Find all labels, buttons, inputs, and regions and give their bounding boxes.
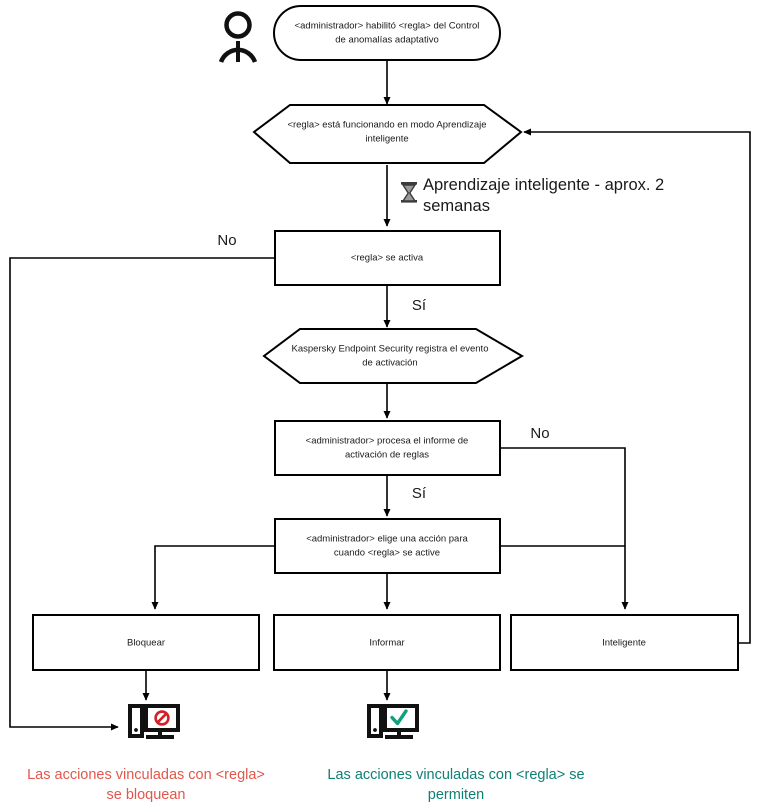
note-line2: semanas	[423, 197, 490, 215]
node-kes-line1: Kaspersky Endpoint Security registra el …	[292, 344, 489, 355]
node-action-smart[interactable]: Inteligente	[510, 614, 739, 671]
node-learning-line2: inteligente	[365, 134, 408, 145]
node-report-line2: activación de reglas	[345, 450, 429, 461]
edge-label-report-no: No	[530, 425, 549, 442]
node-rule-triggers[interactable]: <regla> se activa	[274, 230, 501, 286]
edge-trigger-no	[9, 257, 275, 731]
edge-report-no	[500, 447, 629, 610]
node-start-line2: de anomalías adaptativo	[335, 35, 439, 46]
node-report-line1: <administrador> procesa el informe de	[306, 436, 469, 447]
hourglass-icon	[401, 182, 417, 203]
outcome-allowed-line1: Las acciones vinculadas con <regla> se	[327, 767, 584, 783]
person-icon	[218, 11, 258, 63]
note-line1: Aprendizaje inteligente - aprox. 2	[423, 176, 664, 194]
node-learning-line1: <regla> está funcionando en modo Aprendi…	[287, 120, 486, 131]
node-learning-mode[interactable]: <regla> está funcionando en modo Aprendi…	[252, 104, 523, 164]
computer-blocked-icon	[128, 704, 180, 739]
edge-label-trigger-no: No	[217, 232, 236, 249]
edge-label-trigger-yes: Sí	[412, 297, 427, 314]
node-kes-logs-event[interactable]: Kaspersky Endpoint Security registra el …	[262, 328, 524, 384]
outcome-allowed-line2: permiten	[428, 787, 484, 803]
node-block-label: Bloquear	[127, 638, 165, 649]
outcome-blocked-line1: Las acciones vinculadas con <regla>	[27, 767, 265, 783]
node-admin-processes-report[interactable]: <administrador> procesa el informe de ac…	[274, 420, 501, 476]
node-trigger-line1: <regla> se activa	[351, 253, 424, 264]
node-smart-label: Inteligente	[602, 638, 646, 649]
node-action-block[interactable]: Bloquear	[32, 614, 260, 671]
node-start[interactable]: <administrador> habilitó <regla> del Con…	[273, 5, 501, 61]
node-action-inform[interactable]: Informar	[273, 614, 501, 671]
node-choose-line1: <administrador> elige una acción para	[306, 534, 468, 545]
node-kes-line2: de activación	[362, 358, 417, 369]
edge-smart-loop-back	[523, 128, 751, 644]
node-start-line1: <administrador> habilitó <regla> del Con…	[295, 21, 480, 32]
node-inform-label: Informar	[369, 638, 404, 649]
outcome-blocked-line2: se bloquean	[106, 787, 185, 803]
node-admin-chooses-action[interactable]: <administrador> elige una acción para cu…	[274, 518, 501, 574]
edge-label-report-yes: Sí	[412, 485, 427, 502]
node-choose-line2: cuando <regla> se active	[334, 548, 440, 559]
computer-allowed-icon	[367, 704, 419, 739]
edge-choose-to-block	[151, 545, 275, 610]
